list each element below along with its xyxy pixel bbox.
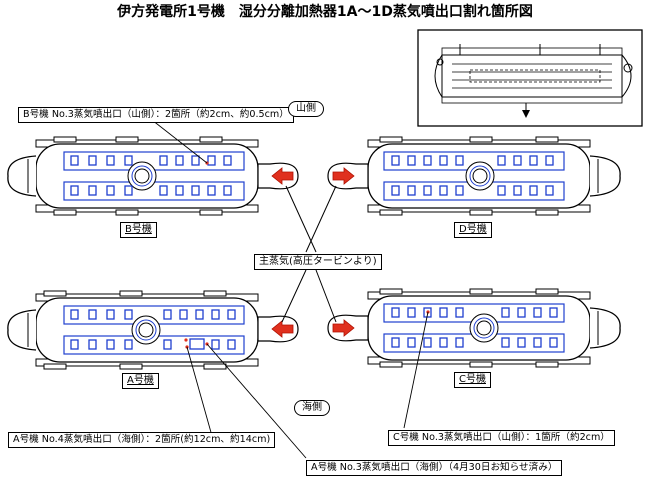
steam-inlet-B xyxy=(257,162,299,190)
steam-inlet-C xyxy=(327,314,369,342)
label-sea-side: 海側 xyxy=(294,400,330,416)
overview-inset xyxy=(417,29,643,127)
vessel-D xyxy=(367,136,621,216)
callout-A3: A号機 No.3蒸気噴出口（海側）（4月30日お知らせ済み） xyxy=(306,460,563,476)
steam-inlet-D xyxy=(327,162,369,190)
callout-B: B号機 No.3蒸気噴出口（山側）：2箇所（約2cm、約0.5cm） xyxy=(18,107,294,123)
callout-C: C号機 No.3蒸気噴出口（山側）：1箇所（約2cm） xyxy=(388,430,615,446)
arrow-C xyxy=(332,319,355,337)
page-title: 伊方発電所1号機 湿分分離加熱器1A～1D蒸気噴出口割れ箇所図 xyxy=(117,4,533,20)
arrow-D xyxy=(332,167,355,185)
crack-mark-A4-1 xyxy=(184,338,188,342)
leader-lines xyxy=(151,119,429,459)
steam-inlet-A xyxy=(257,315,299,343)
vessel-C xyxy=(367,288,621,368)
label-unit-D: D号機 xyxy=(454,222,492,238)
vessel-B xyxy=(7,136,259,216)
callout-A4: A号機 No.4蒸気噴出口（海側）：2箇所(約12cm、約14cm) xyxy=(8,432,276,448)
main-steam-lines xyxy=(281,185,337,323)
label-mountain-side: 山側 xyxy=(288,101,324,117)
arrow-B xyxy=(271,167,294,185)
label-unit-B: B号機 xyxy=(120,222,157,238)
label-main-steam: 主蒸気(高圧タービンより) xyxy=(254,254,382,270)
label-unit-A: A号機 xyxy=(122,373,159,389)
vessel-A xyxy=(7,290,259,370)
label-unit-C: C号機 xyxy=(454,372,491,388)
arrow-A xyxy=(271,320,294,338)
